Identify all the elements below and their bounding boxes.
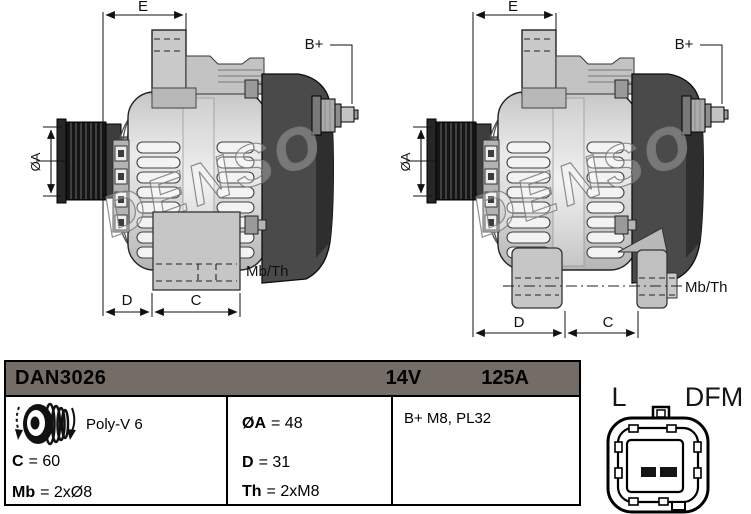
- alternator-drawing-left: Mb/Th D C: [28, 0, 358, 317]
- connector-type-label: DFM: [685, 382, 743, 412]
- connector-diagram: L DFM: [606, 382, 743, 514]
- terminal-spec-cell: B+ M8, PL32: [393, 397, 579, 504]
- connector-pin-1: [641, 467, 656, 477]
- connector-pin-2: [660, 467, 677, 477]
- dimension-spec-cell: ØA= 48 D= 31 Th= 2xM8: [228, 397, 393, 504]
- pulley-spec-cell: Poly-V 6 C= 60 Mb= 2xØ8: [6, 397, 228, 504]
- front-mount-foot: [511, 247, 563, 309]
- spec-d: D= 31: [242, 454, 291, 471]
- dim-c-label: C: [191, 292, 202, 309]
- spec-table-header: DAN3026 14V 125A: [6, 362, 579, 397]
- mbth-label: Mb/Th: [246, 263, 289, 280]
- current-value: 125A: [481, 367, 529, 389]
- spec-table: DAN3026 14V 125A: [4, 360, 581, 506]
- alternator-drawing-right: Mb/Th D C: [398, 0, 728, 338]
- dim-d-label: D: [514, 314, 525, 331]
- pulley-icon: [15, 402, 76, 446]
- spec-c: C= 60: [12, 453, 61, 470]
- spec-mb: Mb= 2xØ8: [12, 484, 93, 501]
- dim-d-label: D: [122, 292, 133, 309]
- connector-body: [606, 405, 710, 514]
- part-number: DAN3026: [15, 367, 107, 389]
- mbth-label: Mb/Th: [685, 279, 728, 296]
- voltage-value: 14V: [385, 367, 422, 389]
- connector-bottom-notch: [671, 501, 686, 511]
- connector-pin-l-label: L: [611, 382, 626, 412]
- alternator-drawings: E: [0, 0, 751, 338]
- bottom-mount-foot: [152, 211, 241, 291]
- spec-oa: ØA= 48: [242, 415, 303, 432]
- connector-socket: [625, 438, 685, 494]
- dim-c-label: C: [603, 314, 614, 331]
- terminal-spec: B+ M8, PL32: [404, 410, 492, 427]
- connector-notches: [614, 424, 702, 506]
- pulley-type-label: Poly-V 6: [86, 415, 143, 433]
- spec-th: Th= 2xM8: [242, 483, 320, 500]
